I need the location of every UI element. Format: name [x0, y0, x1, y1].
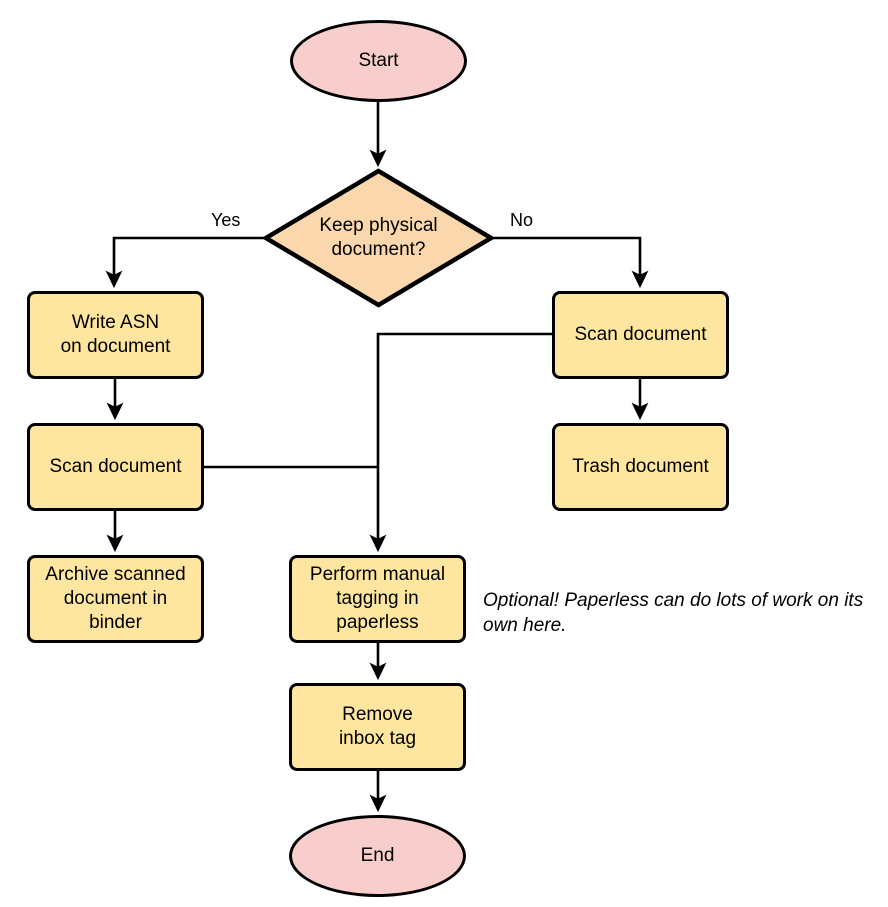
node-write-asn[interactable]: Write ASN on document	[27, 291, 204, 379]
diamond-icon	[261, 168, 496, 308]
node-archive-scanned-document[interactable]: Archive scanned document in binder	[27, 555, 204, 643]
node-scan-document-right[interactable]: Scan document	[552, 291, 729, 379]
node-perform-manual-tagging[interactable]: Perform manual tagging in paperless	[289, 555, 466, 643]
edge-decision-yes-to-write-asn	[105, 236, 265, 289]
node-remove-inbox-tag-label: Remove inbox tag	[338, 703, 417, 749]
node-decision-label: Keep physical document?	[319, 214, 438, 260]
edge-scan-right-to-manual-tagging	[369, 332, 552, 553]
node-trash-document-label: Trash document	[572, 455, 709, 477]
node-write-asn-label: Write ASN on document	[60, 311, 171, 357]
node-start[interactable]: Start	[290, 20, 467, 102]
node-perform-manual-tagging-label: Perform manual tagging in paperless	[309, 563, 446, 634]
node-decision-shape[interactable]	[261, 168, 496, 308]
annotation-optional-note: Optional! Paperless can do lots of work …	[483, 590, 864, 637]
edge-label-yes: Yes	[208, 210, 244, 231]
node-archive-scanned-document-label: Archive scanned document in binder	[45, 563, 186, 634]
node-trash-document[interactable]: Trash document	[552, 423, 729, 511]
edge-decision-no-to-scan-right	[492, 236, 649, 289]
node-scan-document-right-label: Scan document	[574, 323, 707, 345]
node-scan-document-left[interactable]: Scan document	[27, 423, 204, 511]
node-end[interactable]: End	[289, 815, 466, 897]
edge-label-no: No	[507, 210, 537, 231]
node-remove-inbox-tag[interactable]: Remove inbox tag	[289, 683, 466, 771]
node-start-label: Start	[358, 49, 399, 71]
node-decision: Keep physical document?	[265, 170, 492, 306]
node-end-label: End	[360, 844, 395, 866]
node-scan-document-left-label: Scan document	[49, 455, 182, 477]
